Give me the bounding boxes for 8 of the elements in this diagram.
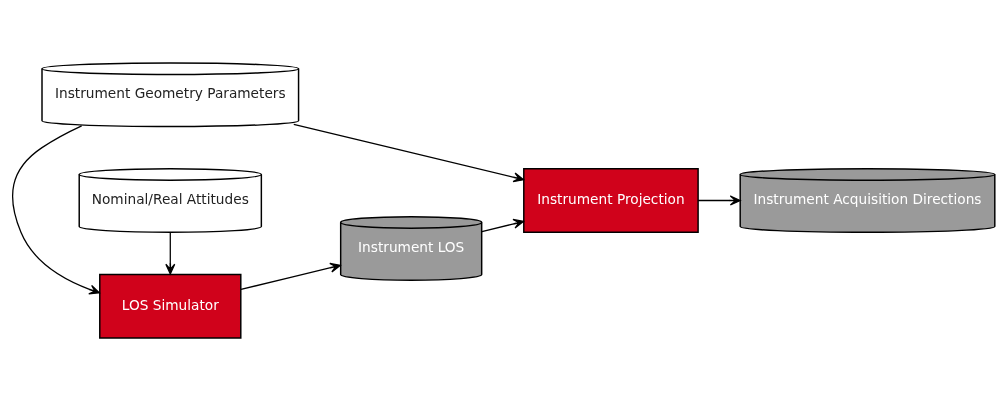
arrow <box>697 194 741 206</box>
arrow <box>12 124 101 294</box>
node-box: Instrument Projection <box>523 167 699 233</box>
arrow <box>240 262 341 290</box>
arrow <box>165 231 176 275</box>
arrow <box>481 218 525 232</box>
arrow <box>293 123 525 182</box>
node-box: LOS Simulator <box>99 273 242 339</box>
